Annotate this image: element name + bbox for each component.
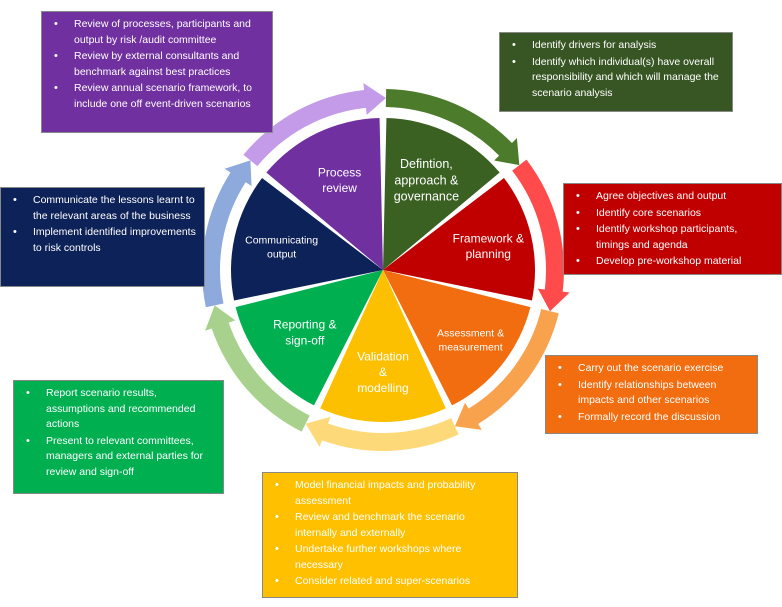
process-bullet: Review by external consultants and bench… [50, 49, 264, 80]
framework-bullet: Identify workshop participants, timings … [572, 222, 773, 253]
assessment-box: Carry out the scenario exercise Identify… [545, 355, 758, 434]
framework-bullet: Develop pre-workshop material [572, 254, 773, 270]
definition-bullet: Identify drivers for analysis [508, 38, 724, 54]
communicating-segment [231, 177, 383, 301]
reporting-box: Report scenario results, assumptions and… [13, 380, 224, 494]
reporting-arrow [205, 305, 310, 432]
assessment-bullet: Identify relationships between impacts a… [554, 378, 749, 409]
communicating-arrow [202, 160, 252, 308]
communicating-bullet: Communicate the lessons learnt to the re… [9, 193, 196, 224]
assessment-label: Assessment &measurement [437, 328, 504, 354]
reporting-bullet: Report scenario results, assumptions and… [22, 386, 215, 433]
process-bullet: Review of processes, participants and ou… [50, 17, 264, 48]
assessment-bullet: Carry out the scenario exercise [554, 361, 749, 377]
reporting-bullet: Present to relevant committees, managers… [22, 434, 215, 481]
definition-bullet: Identify which individual(s) have overal… [508, 55, 724, 102]
framework-box: Agree objectives and output Identify cor… [563, 183, 782, 275]
framework-bullet: Identify core scenarios [572, 206, 773, 222]
validation-bullet: Review and benchmark the scenario intern… [271, 510, 509, 541]
validation-label: Validation&modelling [357, 350, 409, 395]
assessment-bullet: Formally record the discussion [554, 410, 749, 426]
validation-segment [320, 270, 446, 422]
validation-bullet: Consider related and super-scenarios [271, 574, 509, 590]
process-arrow [243, 83, 387, 167]
communicating-box: Communicate the lessons learnt to the re… [0, 187, 205, 287]
framework-segment [383, 177, 535, 301]
reporting-label: Reporting &sign-off [273, 318, 336, 348]
process-bullet: Review annual scenario framework, to inc… [50, 81, 264, 112]
process-segment [266, 118, 383, 270]
communicating-bullet: Implement identified improvements to ris… [9, 225, 196, 256]
validation-arrow [305, 416, 459, 451]
definition-arrow [385, 89, 520, 166]
definition-segment [383, 118, 500, 270]
assessment-arrow [454, 309, 559, 430]
framework-bullet: Agree objectives and output [572, 189, 773, 205]
assessment-segment [383, 270, 531, 406]
definition-label: Defintion,approach &governance [394, 157, 459, 204]
definition-box: Identify drivers for analysis Identify w… [499, 32, 733, 112]
framework-arrow [512, 159, 570, 312]
reporting-segment [235, 270, 383, 406]
validation-bullet: Undertake further workshops where necess… [271, 542, 509, 573]
validation-bullet: Model financial impacts and probability … [271, 478, 509, 509]
framework-label: Framework &planning [453, 231, 524, 261]
process-box: Review of processes, participants and ou… [41, 11, 273, 133]
validation-box: Model financial impacts and probability … [262, 472, 518, 598]
